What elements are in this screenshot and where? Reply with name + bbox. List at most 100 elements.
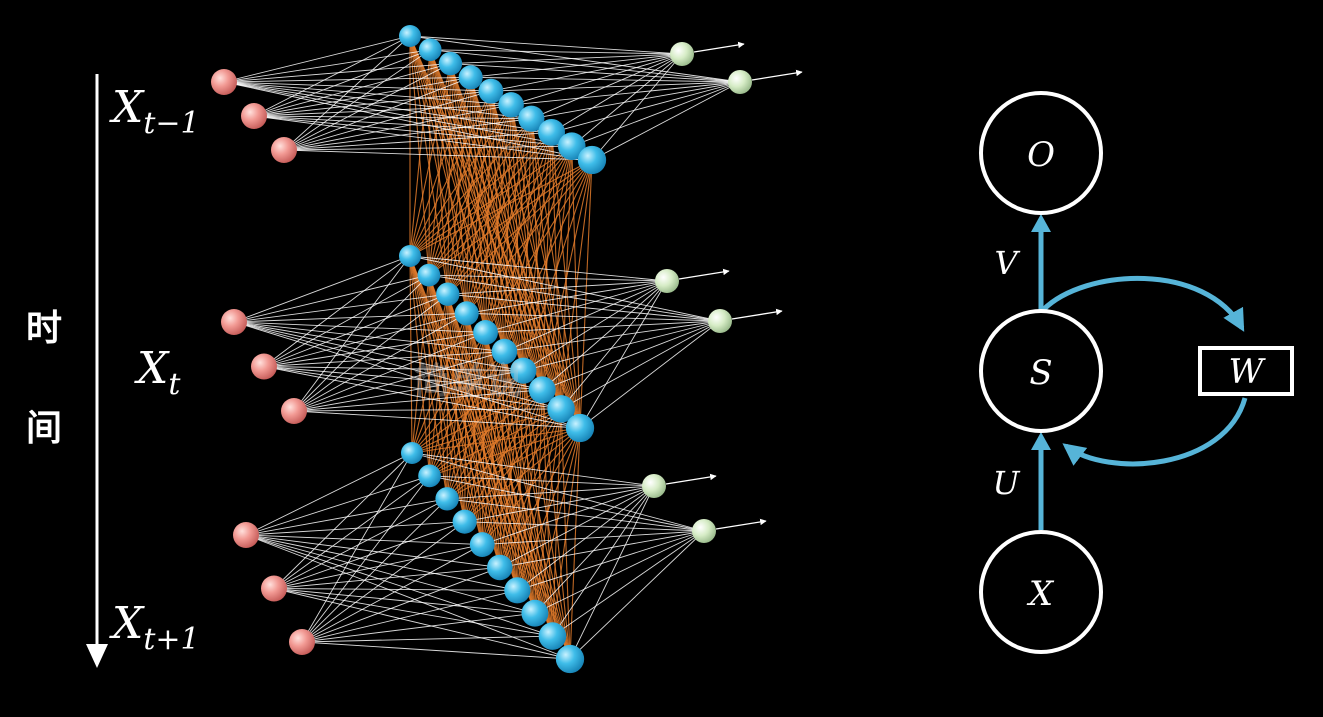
step-label-current: Xt bbox=[134, 343, 181, 402]
input-hidden-edge bbox=[283, 35, 411, 151]
input-neuron bbox=[221, 309, 247, 335]
input-node-label: X bbox=[1026, 574, 1055, 614]
recurrent-edge bbox=[569, 427, 581, 660]
hidden-output-edge bbox=[591, 53, 683, 161]
hidden-output-edge bbox=[591, 81, 741, 161]
input-hidden-edge bbox=[253, 63, 451, 117]
input-hidden-edge bbox=[283, 149, 593, 161]
input-hidden-edge bbox=[223, 63, 451, 83]
recurrent-edge bbox=[409, 255, 553, 637]
hidden-neuron bbox=[454, 301, 479, 326]
recurrent-edge bbox=[522, 159, 593, 371]
input-hidden-edge bbox=[263, 255, 411, 367]
input-hidden-edge bbox=[293, 255, 411, 412]
recurrent-edge bbox=[409, 104, 512, 257]
hidden-output-edge bbox=[523, 280, 668, 372]
hidden-output-edge bbox=[542, 320, 721, 391]
step-label-next-base: X bbox=[109, 598, 145, 649]
hidden-output-edge bbox=[541, 280, 668, 391]
input-hidden-edge bbox=[293, 312, 467, 412]
hidden-output-edge bbox=[470, 53, 683, 78]
input-hidden-edge bbox=[245, 534, 518, 591]
recurrent-edge bbox=[560, 159, 593, 409]
step-labels: Xt−1 Xt Xt+1 bbox=[109, 82, 200, 657]
recurrent-edge bbox=[446, 408, 562, 500]
recurrent-edge bbox=[516, 427, 581, 591]
input-hidden-edge bbox=[273, 475, 430, 589]
step-label-prev-sub: t−1 bbox=[143, 106, 199, 141]
hidden-neuron bbox=[547, 395, 575, 423]
recurrent-edge bbox=[409, 255, 413, 454]
input-hidden-edge bbox=[283, 118, 532, 151]
hidden-output-edge bbox=[552, 530, 705, 637]
hidden-neuron bbox=[510, 357, 537, 384]
input-hidden-edge bbox=[233, 321, 505, 353]
input-hidden-edge bbox=[293, 293, 449, 412]
recurrent-edge bbox=[485, 145, 573, 333]
recurrent-edge bbox=[409, 49, 431, 257]
input-hidden-edge bbox=[245, 534, 536, 614]
weight-in-label: U bbox=[993, 464, 1021, 502]
input-hidden-edge bbox=[273, 588, 518, 591]
hidden-output-edge bbox=[579, 320, 721, 429]
recurrent-edge bbox=[409, 159, 593, 257]
recurrent-edge bbox=[466, 313, 571, 660]
input-hidden-edge bbox=[253, 49, 431, 117]
hidden-output-edge bbox=[569, 530, 705, 660]
hidden-output-edge bbox=[447, 498, 705, 532]
input-hidden-edge bbox=[293, 408, 562, 412]
input-hidden-edge bbox=[273, 588, 535, 614]
rnn-diagram: O S X W V U bbox=[979, 91, 1294, 654]
hidden-neuron bbox=[401, 442, 423, 464]
hidden-output-edge bbox=[504, 280, 668, 352]
input-hidden-edge bbox=[245, 534, 500, 568]
input-hidden-edge bbox=[283, 104, 512, 151]
recurrent-weight-box bbox=[1198, 346, 1294, 396]
hidden-output-edge bbox=[466, 312, 721, 322]
input-hidden-edge bbox=[273, 588, 553, 637]
input-hidden-edge bbox=[233, 321, 486, 333]
recurrent-edge bbox=[503, 146, 573, 352]
hidden-neuron bbox=[458, 65, 483, 90]
recurrent-edge bbox=[409, 118, 532, 257]
recurrent-edge bbox=[449, 63, 581, 429]
state-node-circle bbox=[979, 309, 1103, 433]
time-axis: 时 间 bbox=[26, 74, 108, 668]
input-hidden-edge bbox=[263, 312, 467, 367]
output-neuron bbox=[728, 70, 752, 94]
input-hidden-edge bbox=[233, 274, 429, 323]
input-hidden-edge bbox=[293, 370, 524, 412]
input-hidden-edge bbox=[293, 274, 430, 412]
hidden-output-edge bbox=[466, 280, 668, 314]
input-hidden-edge bbox=[223, 49, 431, 83]
hidden-neuron bbox=[417, 263, 441, 287]
output-node-label: O bbox=[1027, 135, 1055, 175]
hidden-output-edge bbox=[485, 320, 721, 333]
watermark: 简单说 bbox=[414, 361, 522, 402]
hidden-output-edge bbox=[450, 63, 741, 83]
input-hidden-edge bbox=[245, 534, 553, 637]
hidden-neuron bbox=[487, 554, 513, 581]
time-axis-arrowhead bbox=[86, 644, 108, 668]
hidden-output-edge bbox=[409, 35, 683, 55]
input-hidden-edge bbox=[283, 76, 471, 151]
recurrent-edge bbox=[499, 408, 562, 568]
hidden-output-edge bbox=[428, 274, 668, 282]
hidden-output-edge bbox=[464, 485, 655, 523]
hidden-neuron bbox=[452, 509, 477, 534]
hidden-output-edge bbox=[450, 53, 683, 65]
hidden-output-edge bbox=[470, 76, 741, 83]
step-label-prev-base: X bbox=[109, 82, 145, 133]
hidden-output-edge bbox=[560, 320, 721, 410]
recurrent-edge bbox=[466, 145, 573, 314]
hidden-neuron bbox=[418, 38, 442, 62]
hidden-output-edge bbox=[552, 485, 655, 637]
hidden-neuron bbox=[478, 78, 504, 104]
input-hidden-edge bbox=[301, 475, 430, 643]
input-hidden-edge bbox=[245, 452, 413, 536]
recurrent-edge bbox=[481, 427, 581, 545]
recurrent-edge bbox=[481, 389, 543, 545]
input-neuron bbox=[251, 353, 277, 380]
input-hidden-edge bbox=[223, 81, 491, 92]
input-hidden-edge bbox=[301, 498, 448, 643]
